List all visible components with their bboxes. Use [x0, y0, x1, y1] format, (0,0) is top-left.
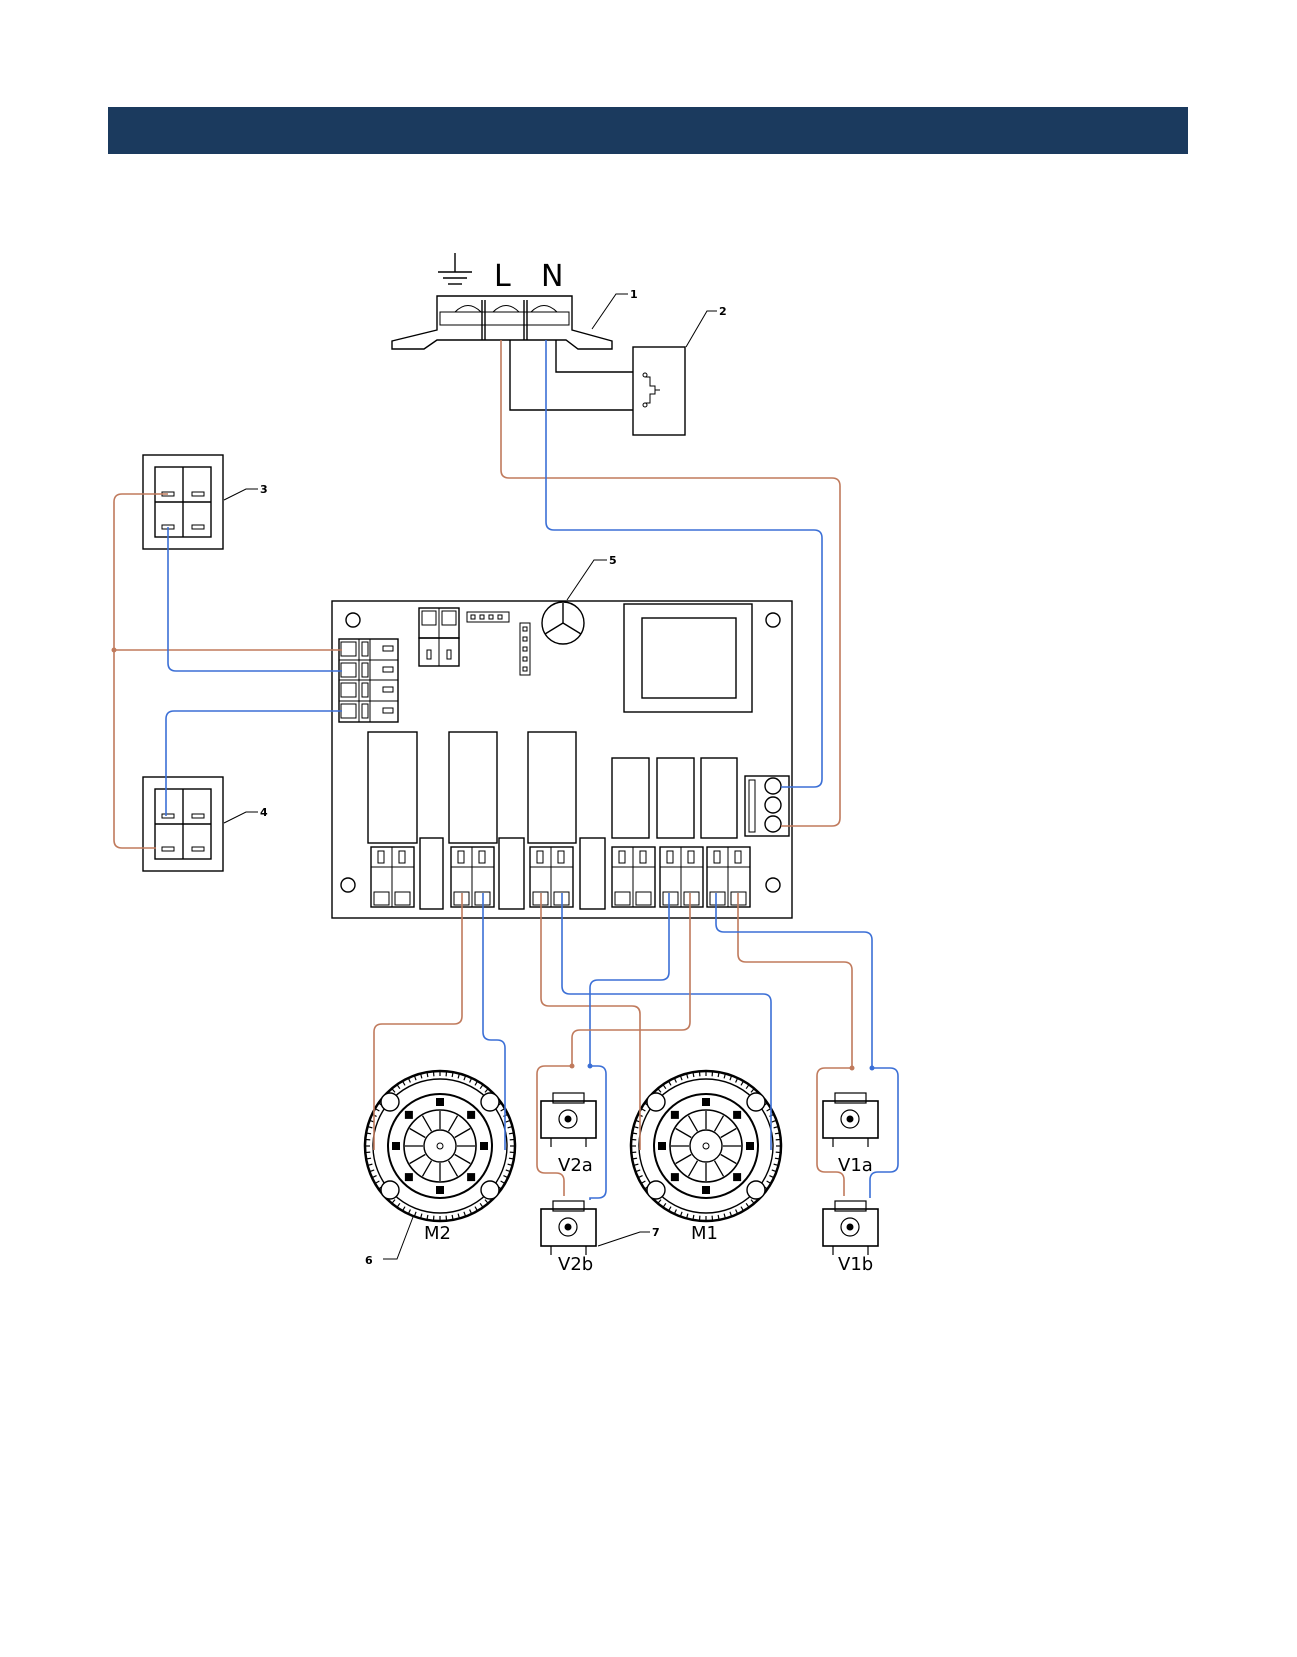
control-board — [332, 601, 792, 918]
earth-icon — [438, 253, 472, 284]
terminal-label-live: L — [494, 259, 511, 294]
label-v2a: V2a — [558, 1155, 593, 1176]
switch-3 — [143, 455, 223, 549]
switch-4 — [143, 777, 223, 871]
wires — [112, 340, 899, 1200]
terminal-block: L N — [392, 253, 612, 349]
label-v1a: V1a — [838, 1155, 873, 1176]
valve-v2a — [541, 1093, 596, 1147]
label-m2: M2 — [424, 1223, 451, 1244]
motor-m2 — [365, 1071, 515, 1221]
valve-v1b — [823, 1201, 878, 1255]
callout-5: 5 — [609, 554, 617, 567]
callout-3: 3 — [260, 483, 268, 496]
terminal-label-neutral: N — [541, 259, 563, 294]
label-v2b: V2b — [558, 1254, 593, 1275]
valve-v1a — [823, 1093, 878, 1147]
label-v1b: V1b — [838, 1254, 873, 1275]
thermostat-box — [633, 347, 685, 435]
output-terminals — [371, 847, 750, 907]
motor-m1 — [631, 1071, 781, 1221]
label-m1: M1 — [691, 1223, 718, 1244]
callout-2: 2 — [719, 305, 727, 318]
callout-7: 7 — [652, 1226, 660, 1239]
callout-4: 4 — [260, 806, 268, 819]
valve-v2b — [541, 1201, 596, 1255]
callout-1: 1 — [630, 288, 638, 301]
buzzer-icon — [542, 602, 584, 644]
callout-6: 6 — [365, 1254, 373, 1267]
